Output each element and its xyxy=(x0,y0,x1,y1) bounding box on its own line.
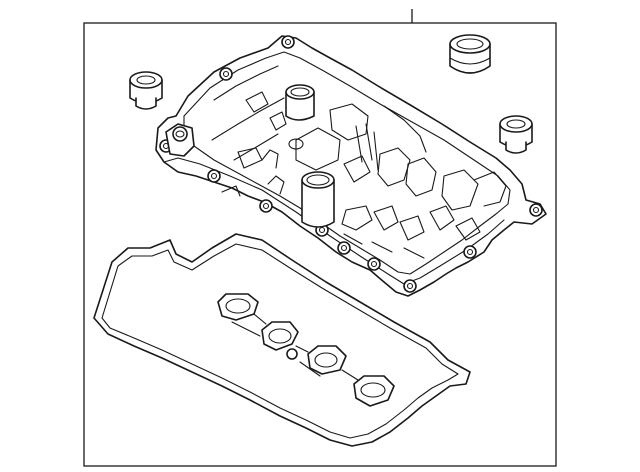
valve-cover xyxy=(155,35,547,297)
grommet-left xyxy=(129,71,163,110)
cap xyxy=(449,34,491,74)
grommet-right xyxy=(499,115,533,154)
spark-plug-tube-seals xyxy=(217,293,395,407)
assembly-frame xyxy=(83,22,557,467)
